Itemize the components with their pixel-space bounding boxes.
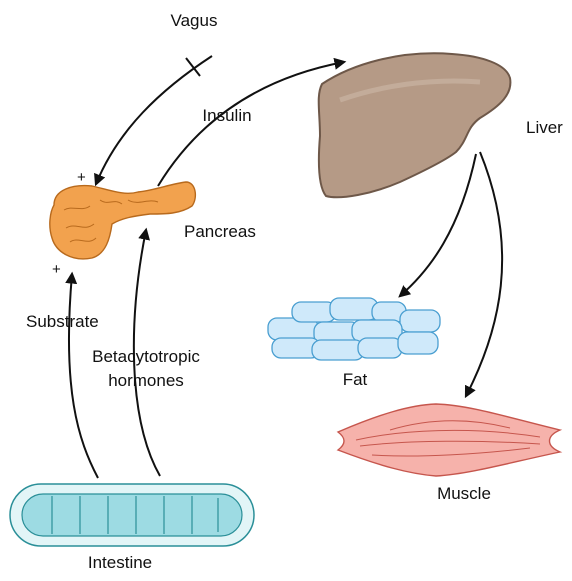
intestine-label: Intestine	[88, 553, 152, 573]
betacytotropic-label-line2: hormones	[108, 371, 184, 391]
plus-sign-top: +	[77, 170, 86, 185]
arrow-intestine-substrate	[69, 274, 98, 478]
insulin-label: Insulin	[202, 106, 251, 126]
muscle-tissue	[338, 404, 560, 476]
fat-label: Fat	[343, 370, 368, 390]
pancreas-organ	[50, 182, 196, 259]
betacytotropic-label-line1: Betacytotropic	[92, 347, 200, 367]
liver-organ	[319, 53, 511, 197]
arrow-vagus-to-pancreas	[96, 56, 212, 184]
liver-label: Liver	[526, 118, 563, 138]
intestine-organ	[10, 484, 254, 546]
fat-tissue	[268, 298, 440, 360]
plus-sign-bottom: +	[52, 262, 61, 277]
pancreas-label: Pancreas	[184, 222, 256, 242]
substrate-label: Substrate	[26, 312, 99, 332]
muscle-label: Muscle	[437, 484, 491, 504]
arrow-liver-to-muscle	[466, 152, 502, 396]
vagus-label: Vagus	[171, 11, 218, 31]
